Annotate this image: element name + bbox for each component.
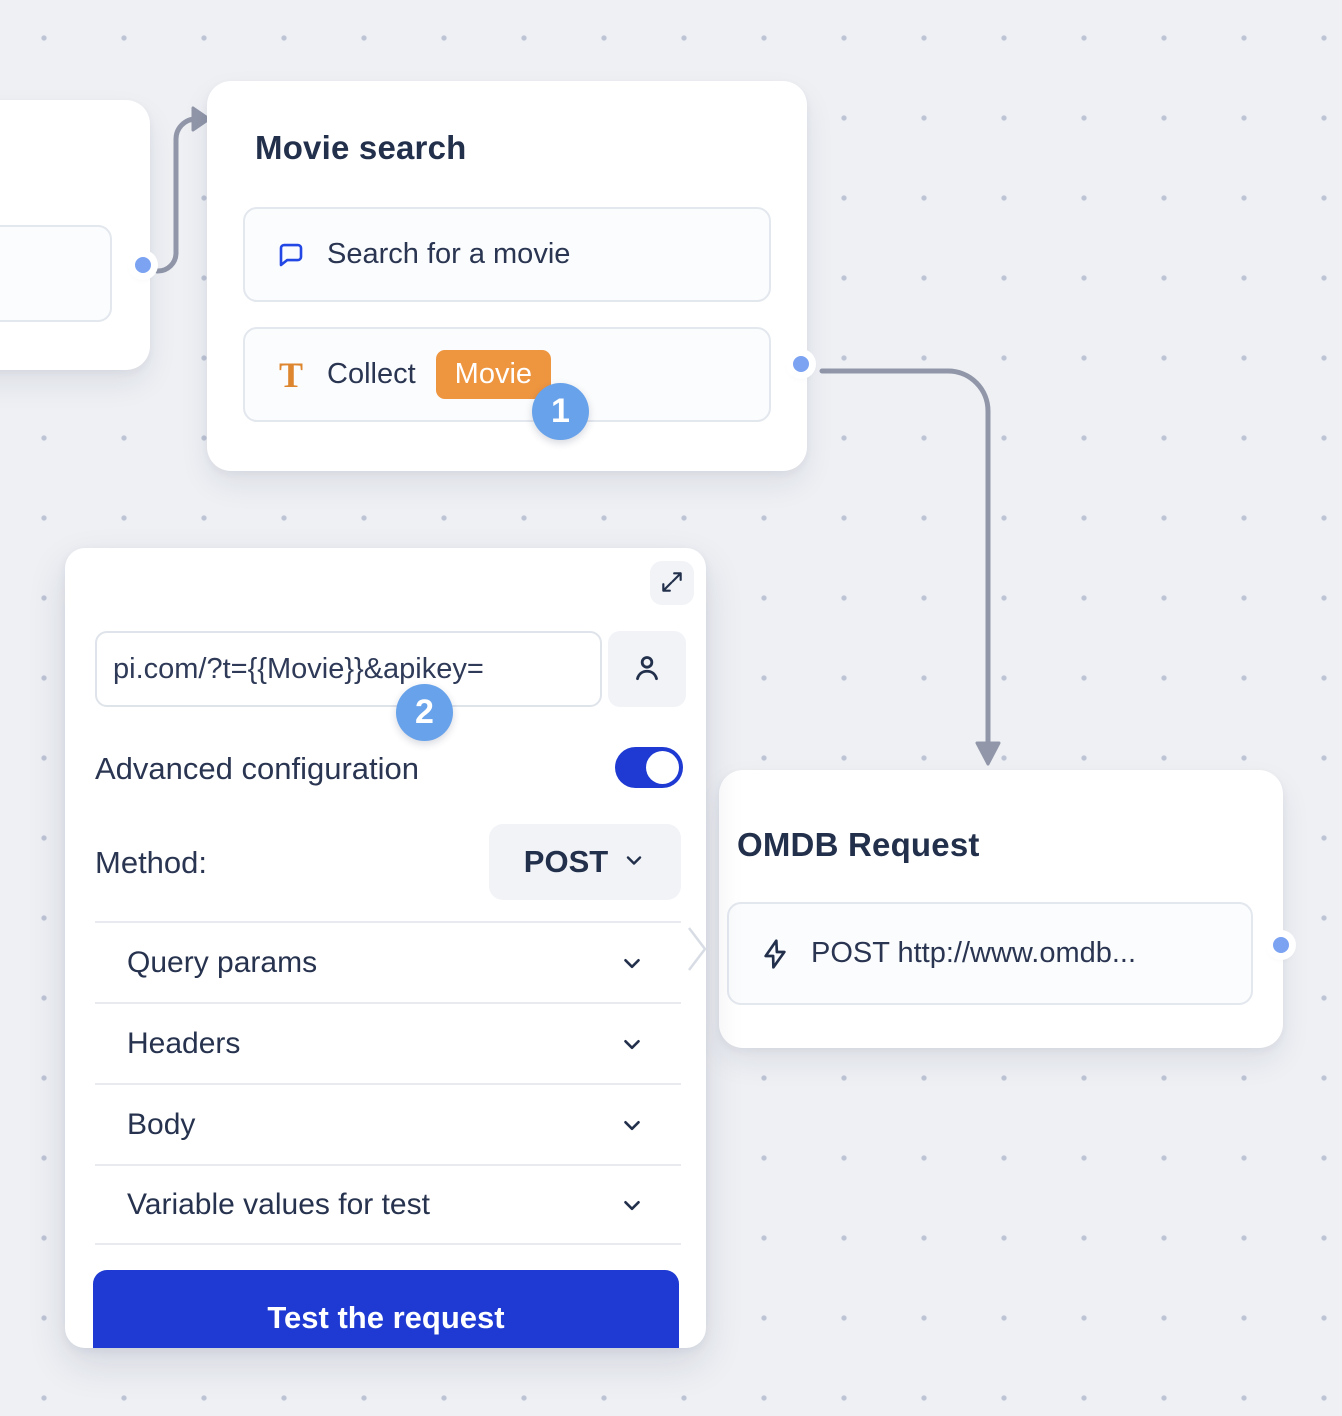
webhook-block-label: POST http://www.omdb... [811, 937, 1137, 969]
connector-dot[interactable] [793, 356, 809, 372]
chevron-down-icon [619, 1192, 645, 1218]
section-label: Headers [127, 1026, 241, 1060]
connector-dot[interactable] [1273, 937, 1289, 953]
advanced-configuration-label: Advanced configuration [95, 751, 420, 786]
chevron-down-icon [622, 844, 646, 880]
chat-bubble-icon [275, 239, 307, 271]
chevron-down-icon [619, 1031, 645, 1057]
section-body[interactable]: Body [95, 1083, 681, 1164]
section-headers[interactable]: Headers [95, 1002, 681, 1083]
test-request-button[interactable]: Test the request [93, 1270, 679, 1348]
previous-node-card[interactable] [0, 100, 150, 370]
expand-button[interactable] [650, 561, 694, 605]
section-label: Variable values for test [127, 1187, 430, 1221]
section-query-params[interactable]: Query params [95, 921, 681, 1002]
section-variable-values[interactable]: Variable values for test [95, 1164, 681, 1245]
method-select[interactable]: POST [489, 824, 681, 900]
section-label: Body [127, 1107, 196, 1141]
lightning-icon [759, 938, 791, 970]
text-collect-icon: T [278, 354, 303, 395]
method-label: Method: [95, 845, 208, 880]
previous-node-item[interactable] [0, 225, 112, 322]
step-badge-1: 1 [532, 383, 589, 440]
method-value: POST [523, 844, 609, 879]
webhook-block[interactable]: POST http://www.omdb... [727, 902, 1253, 1005]
step-badge-2: 2 [396, 684, 453, 741]
node-title: OMDB Request [737, 826, 980, 863]
input-notch-icon [688, 927, 707, 971]
collect-block[interactable]: T Collect Movie [243, 327, 771, 422]
chevron-down-icon [619, 1112, 645, 1138]
expand-icon [659, 569, 685, 598]
user-icon [630, 651, 664, 688]
webhook-config-panel[interactable]: 2 Advanced configuration Method: POST Qu… [65, 548, 706, 1348]
collect-block-label: Collect [327, 358, 416, 390]
movie-search-node[interactable]: Movie search Search for a movie T Collec… [207, 81, 807, 471]
section-label: Query params [127, 945, 318, 979]
message-block[interactable]: Search for a movie [243, 207, 771, 302]
message-block-label: Search for a movie [327, 238, 571, 270]
node-title: Movie search [255, 129, 467, 166]
toggle-knob [646, 751, 679, 784]
url-input[interactable] [95, 631, 602, 707]
advanced-configuration-toggle[interactable] [615, 747, 683, 788]
variable-chip[interactable]: Movie [435, 350, 552, 399]
config-sections: Query params Headers Body Variable value… [95, 921, 681, 1245]
user-variable-button[interactable] [608, 631, 686, 707]
chevron-down-icon [619, 950, 645, 976]
omdb-request-node[interactable]: OMDB Request POST http://www.omdb... [719, 770, 1283, 1048]
connector-dot[interactable] [135, 257, 151, 273]
